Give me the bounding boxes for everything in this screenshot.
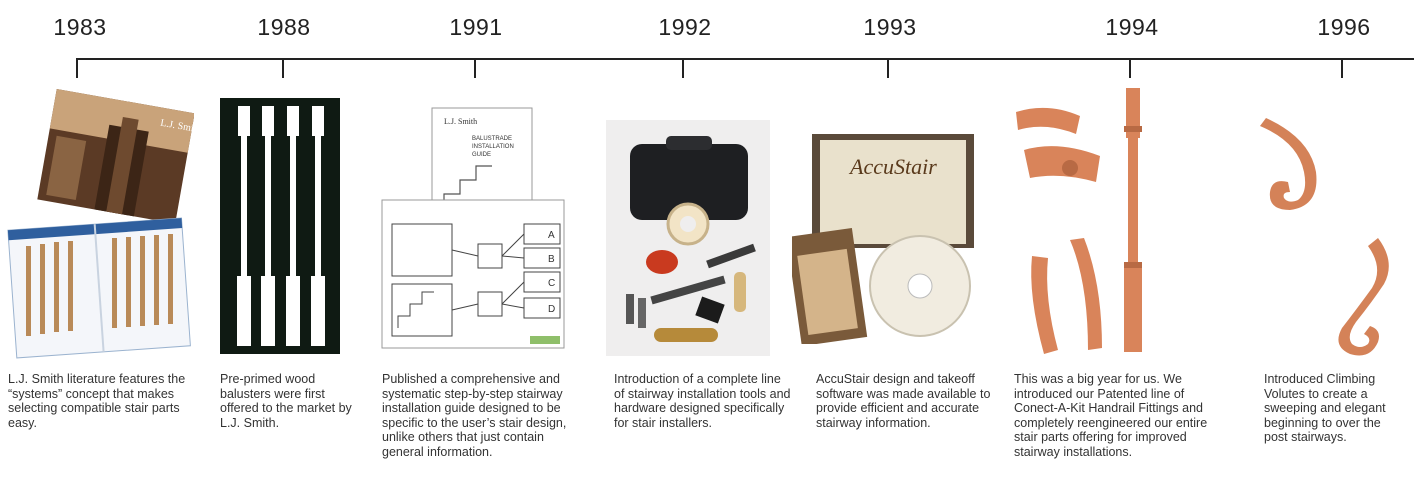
tick-1996 bbox=[1341, 58, 1343, 78]
tick-1988 bbox=[282, 58, 284, 78]
tick-1993 bbox=[887, 58, 889, 78]
description-1991: Published a comprehensive and systematic… bbox=[382, 372, 567, 459]
description-1994: This was a big year for us. We introduce… bbox=[1014, 372, 1208, 459]
year-label-1996: 1996 bbox=[1317, 14, 1371, 40]
white-balusters-image bbox=[220, 98, 340, 354]
installation-guide-image: L.J. Smith BALUSTRADE INSTALLATION GUIDE… bbox=[381, 107, 565, 349]
software-box-image: AccuStair bbox=[792, 134, 974, 344]
guide-letter-c: C bbox=[548, 278, 555, 289]
accustair-logo-text: AccuStair bbox=[848, 154, 937, 179]
tick-1983 bbox=[76, 58, 78, 78]
guide-title-line-2: INSTALLATION bbox=[472, 144, 514, 150]
year-label-1992: 1992 bbox=[658, 14, 712, 40]
year-label-1983: 1983 bbox=[53, 14, 107, 40]
tick-1994 bbox=[1129, 58, 1131, 78]
year-label-1991: 1991 bbox=[449, 14, 503, 40]
guide-title-line-3: GUIDE bbox=[472, 152, 491, 158]
guide-letter-a: A bbox=[548, 230, 555, 241]
tick-1992 bbox=[682, 58, 684, 78]
climbing-volutes-image bbox=[1260, 118, 1389, 356]
description-1988: Pre-primed wood balusters were first off… bbox=[220, 372, 352, 430]
year-label-1994: 1994 bbox=[1105, 14, 1159, 40]
year-label-1993: 1993 bbox=[863, 14, 917, 40]
tick-1991 bbox=[474, 58, 476, 78]
description-1993: AccuStair design and takeoff software wa… bbox=[816, 372, 991, 430]
description-1992: Introduction of a complete line of stair… bbox=[614, 372, 791, 430]
description-1983: L.J. Smith literature features the “syst… bbox=[8, 372, 186, 430]
description-1996: Introduced Climbing Volutes to create a … bbox=[1264, 372, 1386, 445]
guide-letter-b: B bbox=[548, 254, 555, 265]
tool-kit-image bbox=[606, 120, 770, 356]
guide-title-line-1: BALUSTRADE bbox=[472, 136, 512, 142]
handrail-fittings-image bbox=[1016, 88, 1142, 354]
brochure-catalog-image: L.J. Smith bbox=[7, 89, 194, 359]
year-label-1988: 1988 bbox=[257, 14, 311, 40]
timeline-axis bbox=[76, 58, 1414, 60]
guide-letter-d: D bbox=[548, 304, 555, 315]
guide-logo-text: L.J. Smith bbox=[444, 117, 477, 126]
